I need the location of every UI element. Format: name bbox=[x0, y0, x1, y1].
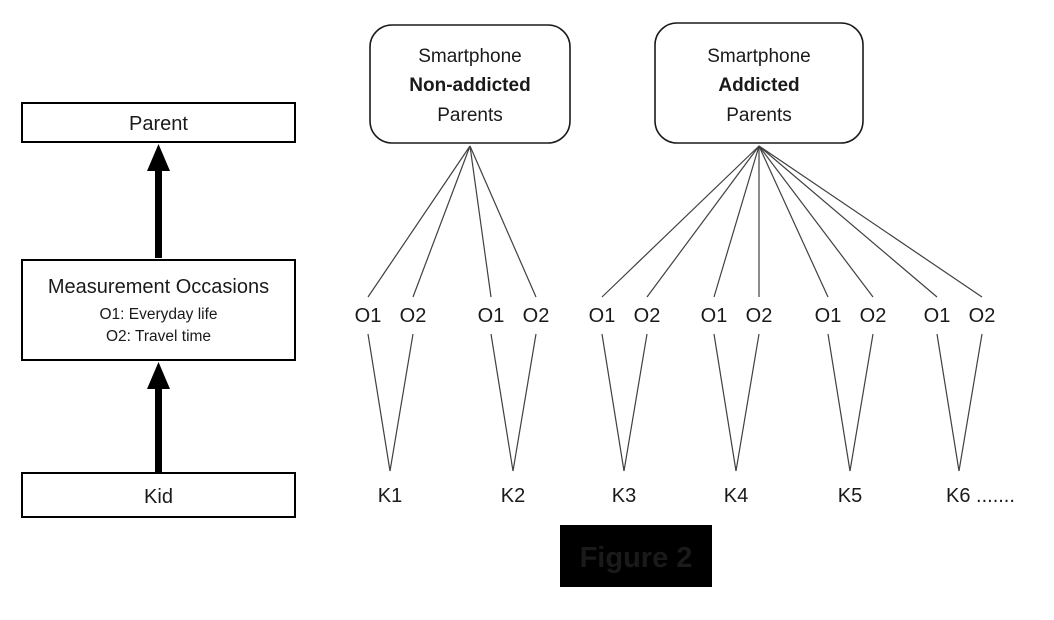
occasion-label: O1 bbox=[355, 305, 382, 327]
occasion-label: O2 bbox=[746, 305, 773, 327]
legend-column: Parent Measurement Occasions O1: Everyda… bbox=[21, 102, 296, 518]
fan-lines-addicted bbox=[601, 145, 983, 298]
measurement-box-title: Measurement Occasions bbox=[48, 276, 269, 298]
figure-caption-box bbox=[560, 525, 712, 587]
figure-caption: Figure 2 bbox=[560, 525, 712, 587]
measurement-o2-desc: O2: Travel time bbox=[106, 328, 211, 345]
kid-label: K5 bbox=[838, 485, 862, 507]
kid-box bbox=[21, 472, 296, 518]
group-addicted: Smartphone Addicted Parents bbox=[654, 22, 864, 144]
measurement-o1-desc: O1: Everyday life bbox=[99, 306, 217, 323]
occasion-to-kid-lines bbox=[367, 333, 983, 472]
arrow-head-icon bbox=[147, 362, 170, 389]
group-addicted-line2: Addicted bbox=[718, 75, 799, 96]
up-arrow-measurement-to-parent bbox=[147, 144, 170, 258]
kid-label: K4 bbox=[724, 485, 748, 507]
kid-box-label: Kid bbox=[144, 486, 173, 508]
occasion-label: O1 bbox=[478, 305, 505, 327]
occasion-label: O2 bbox=[634, 305, 661, 327]
fan-lines-non-addicted bbox=[367, 145, 537, 298]
parent-box bbox=[21, 102, 296, 143]
occasion-label: O1 bbox=[701, 305, 728, 327]
kid-label: K6 ....... bbox=[946, 485, 1015, 507]
occasion-label: O2 bbox=[969, 305, 996, 327]
group-non-addicted-line3: Parents bbox=[437, 105, 502, 126]
occasion-label: O1 bbox=[924, 305, 951, 327]
group-non-addicted-line1: Smartphone bbox=[418, 46, 522, 67]
kid-label: K3 bbox=[612, 485, 636, 507]
group-addicted-line1: Smartphone bbox=[707, 46, 811, 67]
occasion-label: O2 bbox=[400, 305, 427, 327]
group-addicted-box bbox=[654, 22, 864, 144]
figure-caption-label: Figure 2 bbox=[580, 542, 693, 574]
occasion-label: O1 bbox=[815, 305, 842, 327]
kid-labels-row: K1 K2 K3 K4 K5 K6 ....... bbox=[378, 485, 1015, 507]
group-addicted-line3: Parents bbox=[726, 105, 791, 126]
up-arrow-kid-to-measurement bbox=[147, 362, 170, 472]
kid-label: K1 bbox=[378, 485, 402, 507]
occasion-labels-row: O1 O2 O1 O2 O1 O2 O1 O2 O1 O2 O1 O2 bbox=[355, 305, 996, 327]
occasion-label: O1 bbox=[589, 305, 616, 327]
group-non-addicted: Smartphone Non-addicted Parents bbox=[369, 24, 571, 144]
measurement-box bbox=[21, 259, 296, 361]
group-non-addicted-line2: Non-addicted bbox=[409, 75, 530, 96]
arrow-head-icon bbox=[147, 144, 170, 171]
occasion-label: O2 bbox=[523, 305, 550, 327]
occasion-label: O2 bbox=[860, 305, 887, 327]
kid-label: K2 bbox=[501, 485, 525, 507]
parent-box-label: Parent bbox=[129, 113, 188, 135]
group-non-addicted-box bbox=[369, 24, 571, 144]
